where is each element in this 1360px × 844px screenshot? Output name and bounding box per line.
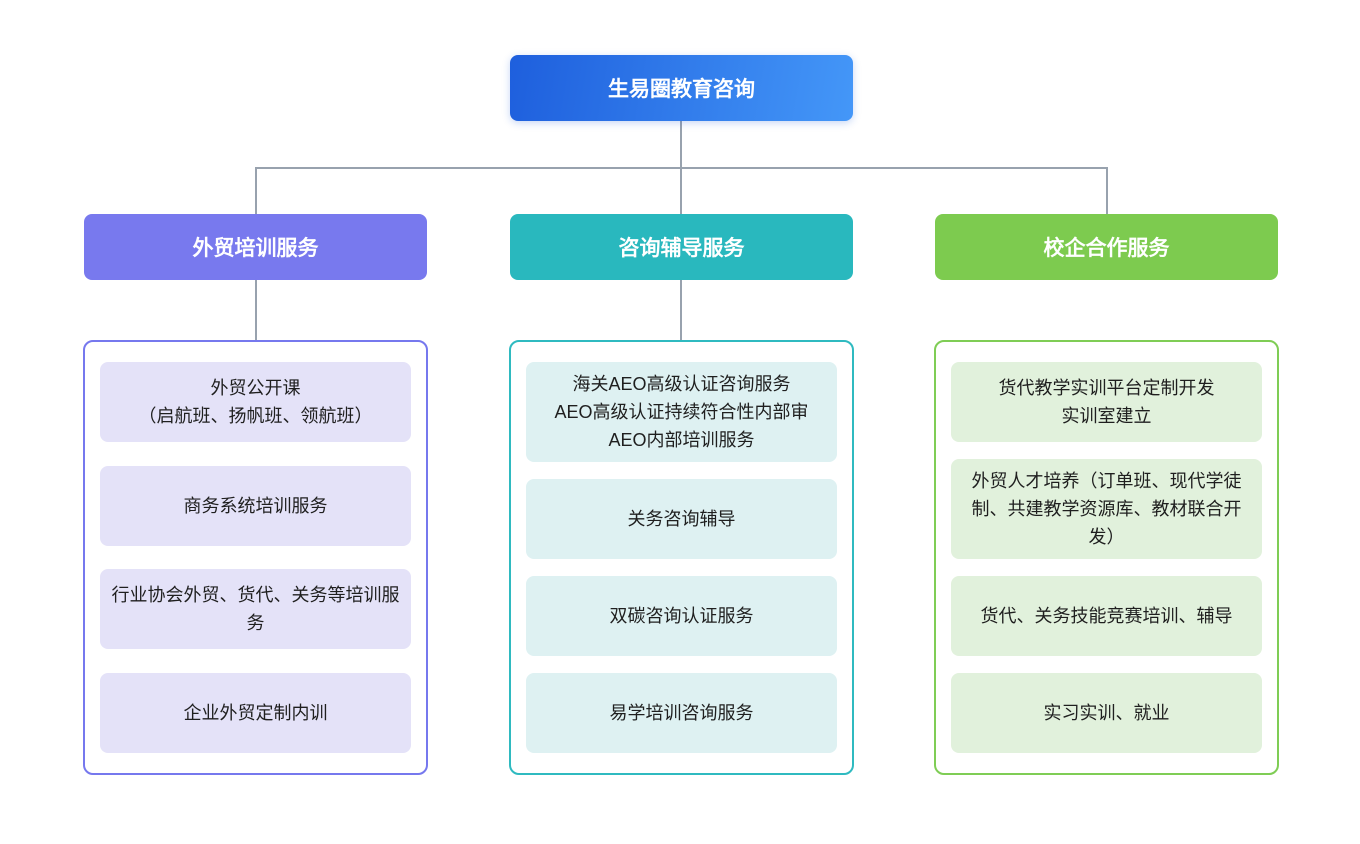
connector-drop-left [255, 167, 257, 214]
branch-item: 商务系统培训服务 [100, 465, 411, 546]
connector-middle-header-to-box [680, 280, 682, 340]
connector-root-stem [680, 121, 682, 167]
connector-drop-right [1106, 167, 1108, 214]
branch-box-consulting-coaching: 海关AEO高级认证咨询服务 AEO高级认证持续符合性内部审 AEO内部培训服务 … [509, 340, 854, 775]
branch-item: 易学培训咨询服务 [526, 673, 837, 753]
connector-left-header-to-box [255, 280, 257, 340]
connector-drop-middle [680, 167, 682, 214]
branch-item: 海关AEO高级认证咨询服务 AEO高级认证持续符合性内部审 AEO内部培训服务 [526, 362, 837, 462]
branch-item: 双碳咨询认证服务 [526, 576, 837, 656]
root-node-label: 生易圈教育咨询 [608, 78, 755, 101]
branch-box-school-enterprise-cooperation: 货代教学实训平台定制开发 实训室建立 外贸人才培养（订单班、现代学徒制、共建教学… [934, 340, 1279, 775]
branch-column-consulting-coaching: 咨询辅导服务 海关AEO高级认证咨询服务 AEO高级认证持续符合性内部审 AEO… [509, 214, 854, 775]
branch-header-label: 外贸培训服务 [192, 237, 319, 260]
branch-header-consulting-coaching: 咨询辅导服务 [510, 214, 853, 280]
branch-item: 外贸公开课 （启航班、扬帆班、领航班） [100, 362, 411, 442]
root-node: 生易圈教育咨询 [510, 55, 853, 121]
branch-item: 行业协会外贸、货代、关务等培训服务 [100, 569, 411, 650]
branch-column-foreign-trade-training: 外贸培训服务 外贸公开课 （启航班、扬帆班、领航班） 商务系统培训服务 行业协会… [83, 214, 428, 775]
branch-box-foreign-trade-training: 外贸公开课 （启航班、扬帆班、领航班） 商务系统培训服务 行业协会外贸、货代、关… [83, 340, 428, 775]
branch-item: 外贸人才培养（订单班、现代学徒制、共建教学资源库、教材联合开发） [951, 459, 1262, 559]
branch-item: 关务咨询辅导 [526, 479, 837, 559]
branch-item: 实习实训、就业 [951, 673, 1262, 753]
branch-header-foreign-trade-training: 外贸培训服务 [84, 214, 427, 280]
branch-column-school-enterprise-cooperation: 校企合作服务 货代教学实训平台定制开发 实训室建立 外贸人才培养（订单班、现代学… [934, 214, 1279, 775]
branch-header-label: 咨询辅导服务 [618, 237, 745, 260]
branch-item: 企业外贸定制内训 [100, 672, 411, 753]
branch-header-label: 校企合作服务 [1043, 237, 1170, 260]
branch-item: 货代、关务技能竞赛培训、辅导 [951, 576, 1262, 656]
branch-item: 货代教学实训平台定制开发 实训室建立 [951, 362, 1262, 442]
branch-header-school-enterprise-cooperation: 校企合作服务 [935, 214, 1278, 280]
